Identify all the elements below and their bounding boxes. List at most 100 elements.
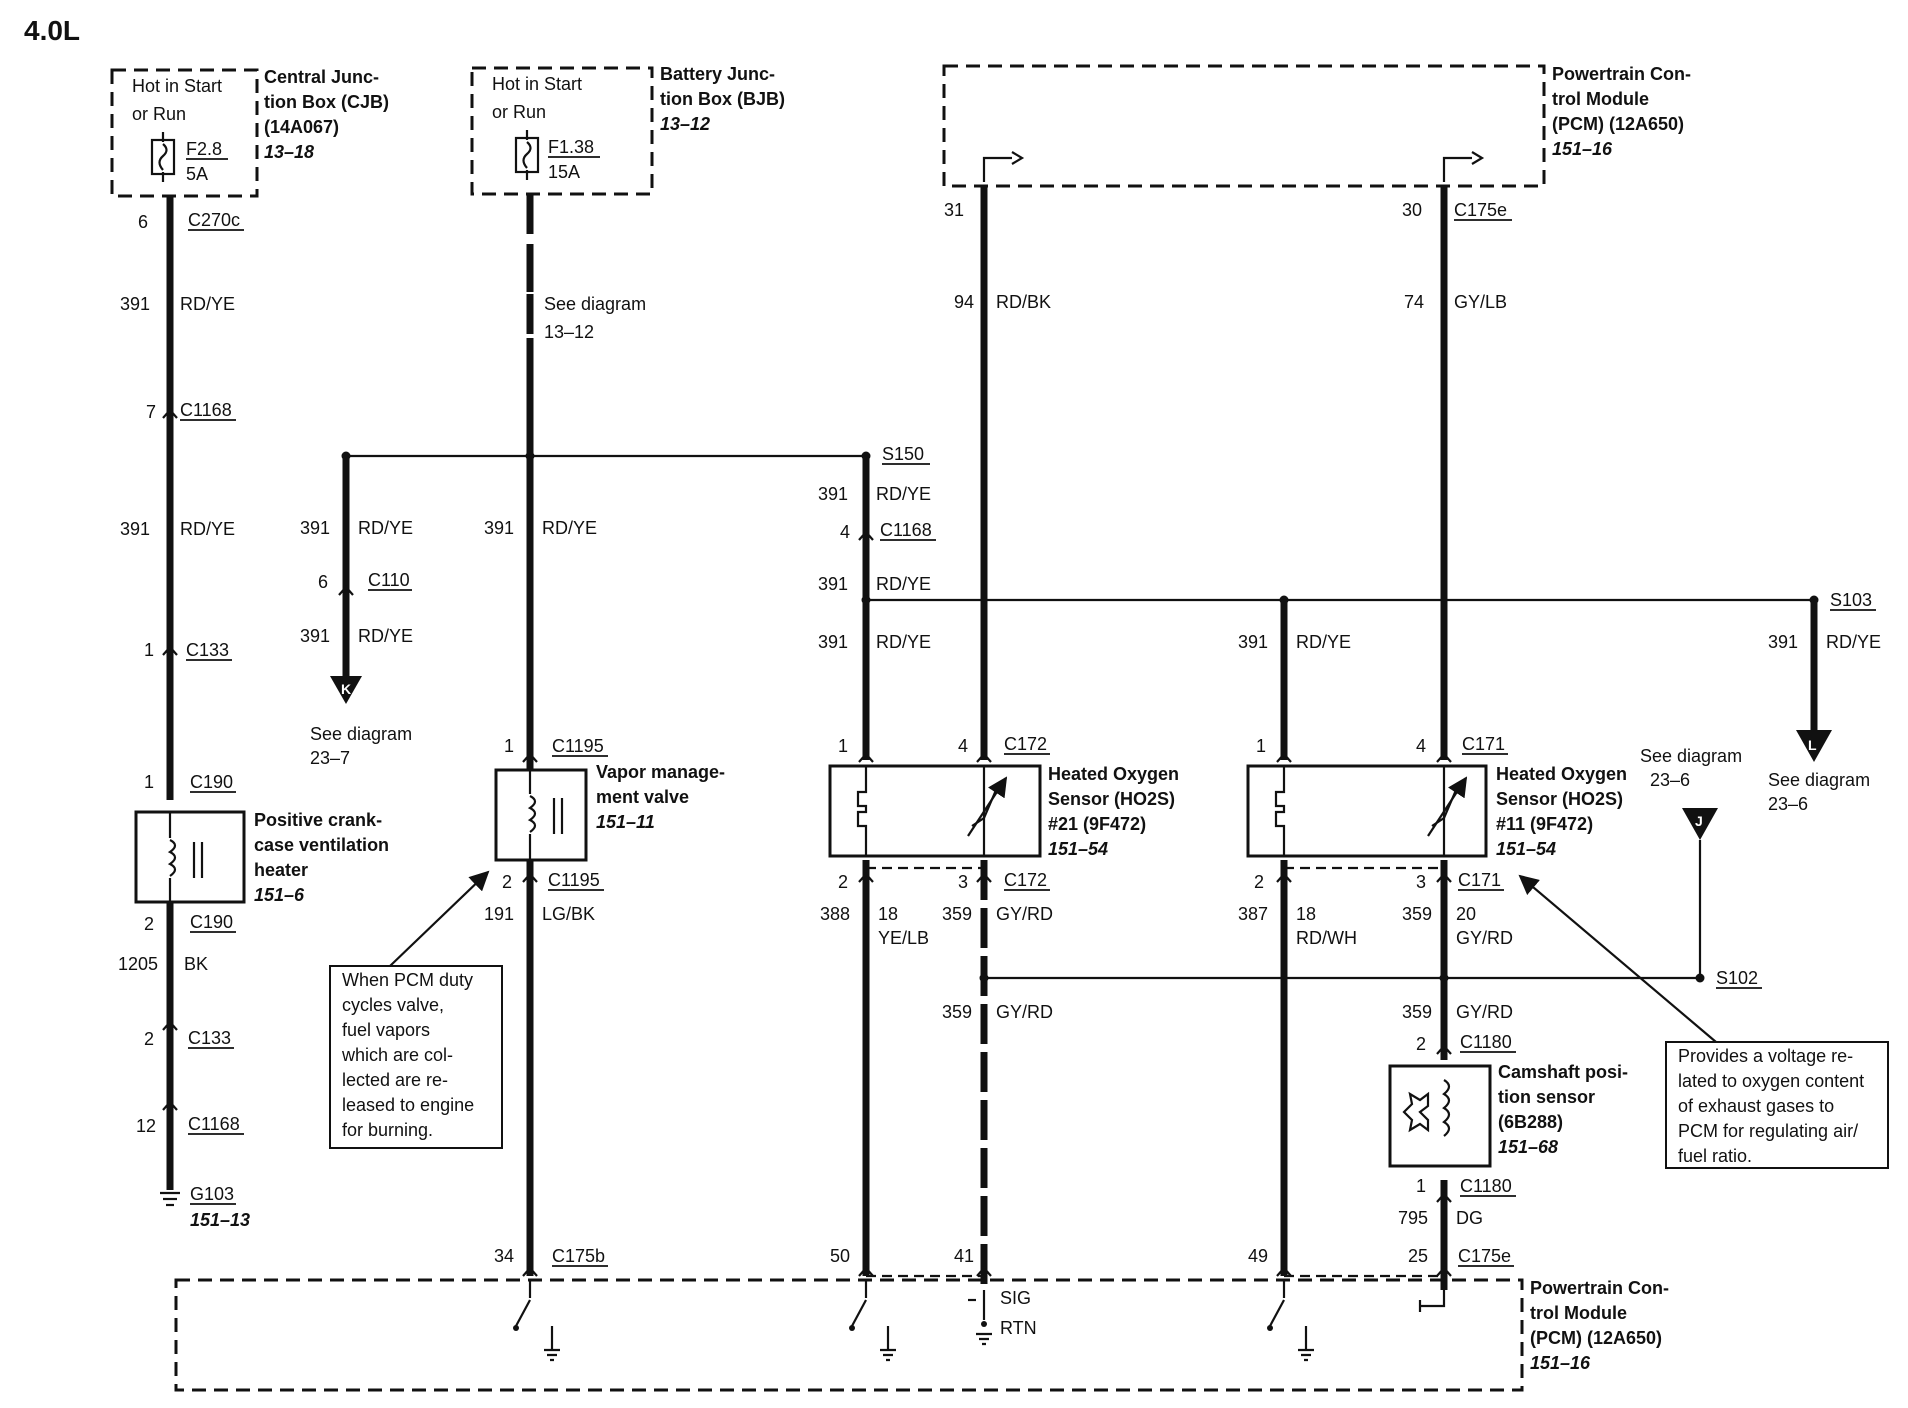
svg-text:151–54: 151–54 (1496, 839, 1556, 859)
pickup-coil-icon (1442, 1079, 1451, 1137)
pcv-heater-component: Positive crank- case ventilation heater … (134, 810, 389, 905)
svg-text:25: 25 (1408, 1246, 1428, 1266)
svg-text:of exhaust gases to: of exhaust gases to (1678, 1096, 1834, 1116)
svg-text:leased to engine: leased to engine (342, 1095, 474, 1115)
variable-sensor-icon (967, 776, 1008, 837)
svg-text:trol Module: trol Module (1552, 89, 1649, 109)
svg-text:2: 2 (1416, 1034, 1426, 1054)
connector-c1195: C1195 (552, 736, 604, 756)
svg-text:Vapor manage-: Vapor manage- (596, 762, 725, 782)
svg-text:2: 2 (144, 914, 154, 934)
driver-switch-icon (851, 1299, 867, 1327)
svg-text:SIG: SIG (1000, 1288, 1031, 1308)
vmv-note-box: When PCM duty cycles valve, fuel vapors … (329, 870, 503, 1149)
wire-k-branch: K (330, 456, 362, 704)
svg-text:Central Junc-: Central Junc- (264, 67, 379, 87)
pcm-input-icon (1442, 151, 1485, 182)
svg-text:4: 4 (840, 522, 850, 542)
svg-text:74: 74 (1404, 292, 1424, 312)
svg-text:391: 391 (818, 484, 848, 504)
svg-text:49: 49 (1248, 1246, 1268, 1266)
svg-text:23–6: 23–6 (1650, 770, 1690, 790)
svg-text:391: 391 (120, 519, 150, 539)
svg-text:case ventilation: case ventilation (254, 835, 389, 855)
svg-text:1: 1 (1416, 1176, 1426, 1196)
svg-text:391: 391 (1238, 632, 1268, 652)
svg-text:#21 (9F472): #21 (9F472) (1048, 814, 1146, 834)
svg-text:YE/LB: YE/LB (878, 928, 929, 948)
marker-j: J (1695, 813, 1703, 829)
svg-text:391: 391 (818, 574, 848, 594)
svg-text:#11 (9F472): #11 (9F472) (1496, 814, 1593, 834)
svg-text:Sensor (HO2S): Sensor (HO2S) (1048, 789, 1175, 809)
ho2s-note-box: Provides a voltage re- lated to oxygen c… (1518, 874, 1889, 1169)
pcm-input-icon (1418, 1290, 1446, 1312)
svg-text:RD/YE: RD/YE (876, 484, 931, 504)
svg-text:Sensor (HO2S): Sensor (HO2S) (1496, 789, 1623, 809)
svg-text:391: 391 (818, 632, 848, 652)
svg-text:41: 41 (954, 1246, 974, 1266)
svg-text:Heated Oxygen: Heated Oxygen (1496, 764, 1627, 784)
svg-text:4: 4 (1416, 736, 1426, 756)
wire-bjb-vmv (522, 194, 538, 1277)
ground-icon (160, 1191, 180, 1207)
svg-text:6: 6 (138, 212, 148, 232)
svg-text:RD/YE: RD/YE (180, 519, 235, 539)
svg-text:18: 18 (878, 904, 898, 924)
svg-text:Provides a voltage re-: Provides a voltage re- (1678, 1046, 1853, 1066)
variable-sensor-icon (1427, 776, 1468, 837)
connector-c175e: C175e (1454, 200, 1507, 220)
svg-text:RD/YE: RD/YE (180, 294, 235, 314)
heater-element-icon (1274, 766, 1286, 856)
svg-text:(6B288): (6B288) (1498, 1112, 1563, 1132)
wire-cjb-pcv (162, 196, 178, 1190)
svg-text:See diagram: See diagram (544, 294, 646, 314)
ground-g103: G103 (190, 1184, 234, 1204)
svg-text:151–16: 151–16 (1530, 1353, 1591, 1373)
svg-text:1: 1 (838, 736, 848, 756)
svg-text:See diagram: See diagram (1768, 770, 1870, 790)
ho2s-21-component: Heated Oxygen Sensor (HO2S) #21 (9F472) … (828, 764, 1179, 859)
splice-s103: S103 (1830, 590, 1872, 610)
splice-s102: S102 (1716, 968, 1758, 988)
svg-text:RD/YE: RD/YE (358, 626, 413, 646)
svg-text:2: 2 (502, 872, 512, 892)
ho2s-11-component: Heated Oxygen Sensor (HO2S) #11 (9F472) … (1246, 764, 1627, 859)
svg-text:151–16: 151–16 (1552, 139, 1613, 159)
svg-text:Powertrain Con-: Powertrain Con- (1530, 1278, 1669, 1298)
connector-c1180: C1180 (1460, 1032, 1512, 1052)
svg-text:GY/RD: GY/RD (1456, 1002, 1513, 1022)
svg-text:3: 3 (1416, 872, 1426, 892)
connector-c172: C172 (1004, 734, 1047, 754)
ground-icon (976, 1332, 992, 1346)
svg-text:1: 1 (144, 772, 154, 792)
svg-text:151–13: 151–13 (190, 1210, 250, 1230)
arrow-k-icon (330, 676, 362, 704)
svg-text:151–6: 151–6 (254, 885, 305, 905)
svg-text:13–12: 13–12 (544, 322, 594, 342)
svg-text:See diagram: See diagram (310, 724, 412, 744)
connector-c190: C190 (190, 912, 233, 932)
svg-text:2: 2 (838, 872, 848, 892)
connector-c270c: C270c (188, 210, 240, 230)
svg-text:1: 1 (504, 736, 514, 756)
svg-text:391: 391 (1768, 632, 1798, 652)
connector-c190: C190 (190, 772, 233, 792)
ground-icon (1298, 1348, 1314, 1362)
svg-text:RD/YE: RD/YE (358, 518, 413, 538)
svg-text:34: 34 (494, 1246, 514, 1266)
connector-c1168: C1168 (180, 400, 232, 420)
svg-text:391: 391 (300, 518, 330, 538)
svg-text:tion sensor: tion sensor (1498, 1087, 1595, 1107)
wire-pcm-ho2s11-cmp (1436, 186, 1452, 1290)
svg-text:Camshaft posi-: Camshaft posi- (1498, 1062, 1628, 1082)
svg-text:23–6: 23–6 (1768, 794, 1808, 814)
pcm-bottom-box: Powertrain Con- trol Module (PCM) (12A65… (174, 1278, 1669, 1392)
connector-c133: C133 (186, 640, 229, 660)
svg-text:tion Box (BJB): tion Box (BJB) (660, 89, 785, 109)
splice-s150: S150 (882, 444, 924, 464)
svg-text:359: 359 (942, 1002, 972, 1022)
svg-text:391: 391 (120, 294, 150, 314)
svg-text:13–18: 13–18 (264, 142, 314, 162)
